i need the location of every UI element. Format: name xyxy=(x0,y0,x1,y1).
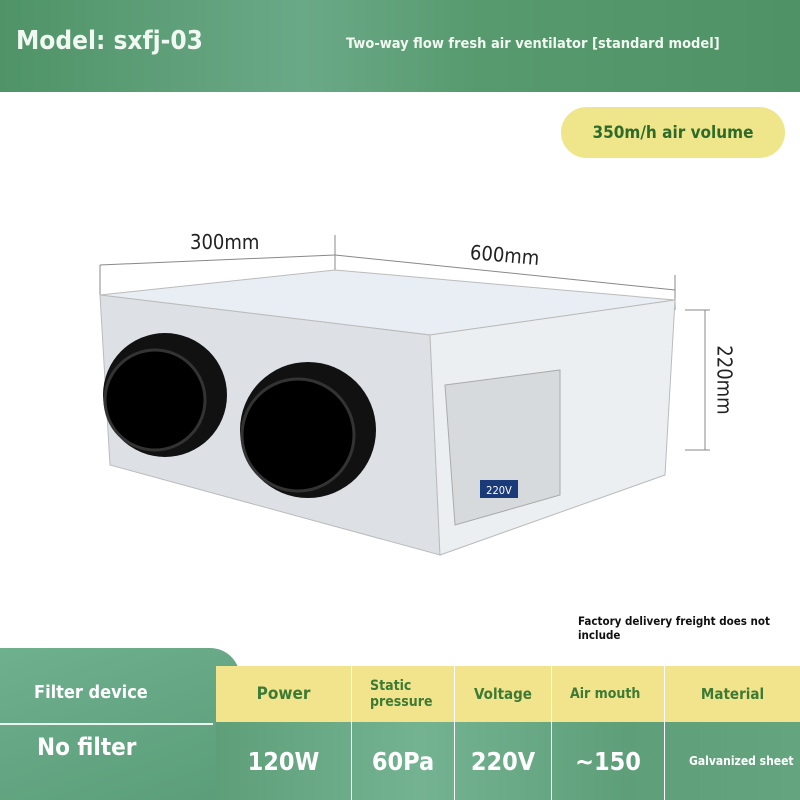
spec-header: Air mouth xyxy=(552,666,665,722)
model-title: Model: sxfj-03 xyxy=(16,26,203,56)
voltage-label-on-unit: 220V xyxy=(486,484,512,497)
spec-header: Power xyxy=(216,666,352,722)
spec-header-row: Power Static pressure Voltage Air mouth … xyxy=(216,666,800,722)
spec-value-row: 120W 60Pa 220V ~150 Galvanized sheet xyxy=(216,722,800,800)
spec-value: 120W xyxy=(216,722,352,800)
divider xyxy=(0,723,213,725)
spec-header: Voltage xyxy=(455,666,552,722)
spec-value: 220V xyxy=(455,722,552,800)
spec-value: ~150 xyxy=(552,722,665,800)
header-banner: Model: sxfj-03 Two-way flow fresh air ve… xyxy=(0,0,800,92)
freight-note: Factory delivery freight does not includ… xyxy=(578,614,770,642)
height-dimension: 220mm xyxy=(712,345,737,415)
spec-value: Galvanized sheet xyxy=(689,753,794,768)
ventilator-image: 220V xyxy=(99,235,710,556)
spec-value: 60Pa xyxy=(352,722,455,800)
filter-value: No filter xyxy=(37,733,137,761)
air-volume-badge: 350m/h air volume xyxy=(561,107,785,158)
filter-label: Filter device xyxy=(34,682,148,703)
spec-table: Power Static pressure Voltage Air mouth … xyxy=(216,666,800,800)
depth-dimension: 300mm xyxy=(190,230,260,254)
spec-header: Static pressure xyxy=(352,666,455,722)
spec-header: Material xyxy=(700,685,765,703)
product-subtitle: Two-way flow fresh air ventilator [stand… xyxy=(346,36,720,52)
